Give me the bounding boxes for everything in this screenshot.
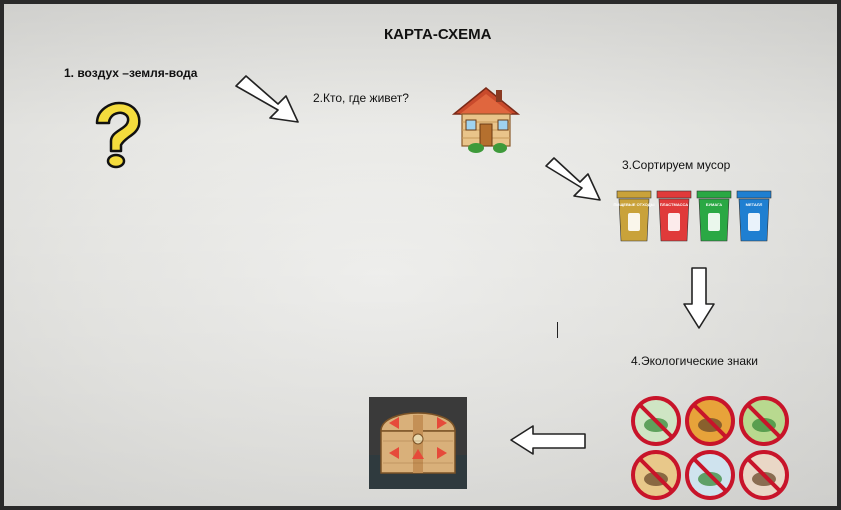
bin-bottle: ПЛАСТМАССА (656, 190, 692, 242)
arrow-4-to-final (510, 425, 586, 455)
house-icon (451, 87, 521, 153)
step-3-label: 3.Сортируем мусор (622, 158, 731, 172)
treasure-chest-icon (369, 397, 467, 489)
bin-paper: БУМАГА (696, 190, 732, 242)
bin-can: МЕТАЛЛ (736, 190, 772, 242)
step-2-label: 2.Кто, где живет? (313, 91, 409, 105)
no-picking-icon (739, 450, 789, 500)
no-catching-icon (685, 450, 735, 500)
bin-label: МЕТАЛЛ (746, 202, 763, 207)
no-stepping-icon (739, 396, 789, 446)
bin-apple-core: ПИЩЕВЫЕ ОТХОДЫ (613, 190, 655, 242)
page-title: КАРТА-СХЕМА (384, 26, 492, 43)
bottle-icon (668, 213, 680, 231)
question-mark-icon (95, 101, 141, 169)
no-hedgehog-icon (631, 450, 681, 500)
step-1-label: 1. воздух –земля-вода (64, 66, 198, 80)
step-4-label: 4.Экологические знаки (631, 354, 758, 368)
paper-icon (708, 213, 720, 231)
bin-label: ПЛАСТМАССА (660, 202, 689, 207)
bin-label: ПИЩЕВЫЕ ОТХОДЫ (613, 202, 654, 207)
arrow-1-to-2 (235, 75, 299, 123)
can-icon (748, 213, 760, 231)
apple-core-icon (628, 213, 640, 231)
vertical-tick (557, 322, 558, 338)
prohibition-signs-icon (631, 396, 789, 500)
recycle-bins-icon: ПИЩЕВЫЕ ОТХОДЫ ПЛАСТМАССА БУМАГА МЕТАЛЛ (613, 190, 772, 242)
map-scheme-slide: КАРТА-СХЕМА 1. воздух –земля-вода 2.Кто,… (4, 4, 837, 506)
arrow-3-to-4 (683, 267, 715, 329)
bin-label: БУМАГА (706, 202, 723, 207)
no-fire-icon (685, 396, 735, 446)
arrow-2-to-3 (545, 157, 601, 201)
no-trampling-icon (631, 396, 681, 446)
